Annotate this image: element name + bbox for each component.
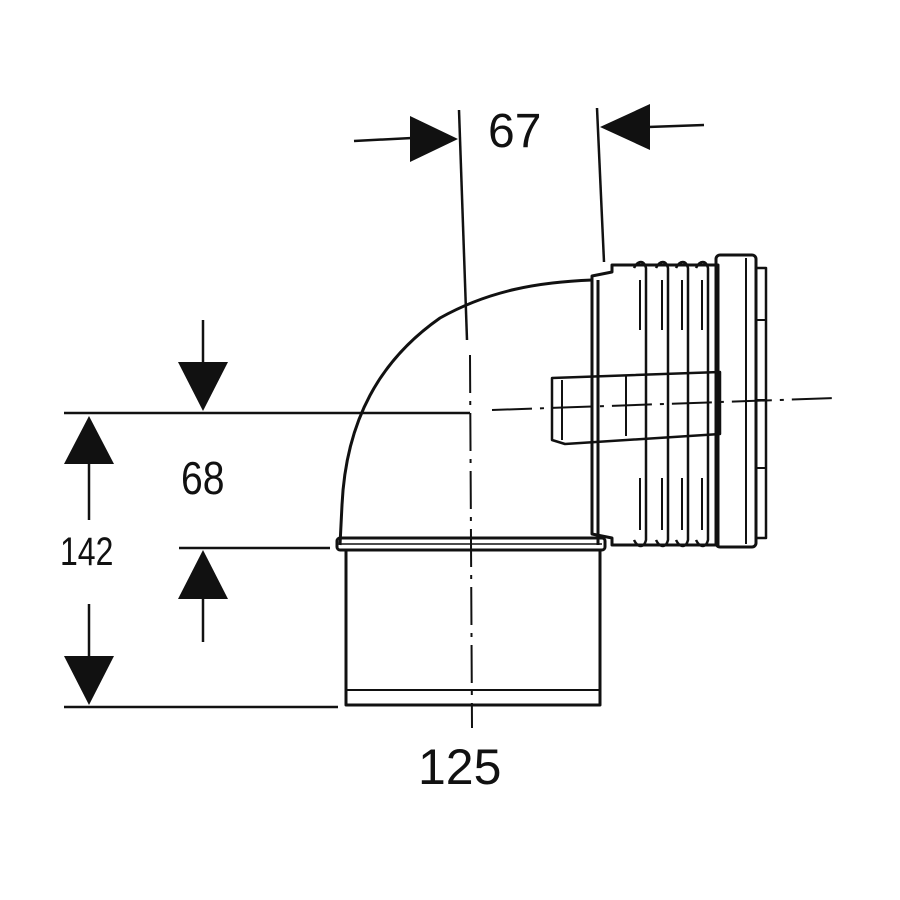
elbow-outer-curve (338, 278, 593, 546)
flange-lip (756, 266, 768, 540)
vertical-center-axis (469, 354, 473, 729)
dim142-arrow-up (64, 416, 114, 464)
rib-marks-bottom (639, 478, 703, 530)
dimension-label-142: 142 (60, 530, 114, 574)
lower-spigot (344, 550, 602, 707)
dimension-label-68: 68 (181, 452, 225, 504)
rib-marks-top (639, 280, 703, 330)
dimension-label-67: 67 (488, 105, 542, 158)
outlet-body (590, 263, 720, 547)
dim142-arrow-down (64, 656, 114, 705)
dim68-arrow-up (178, 550, 228, 599)
dim67-arrow-right (600, 104, 650, 150)
dimension-label-125: 125 (418, 739, 502, 795)
dim67-leader-right (647, 123, 705, 129)
horizontal-center-axis (491, 397, 837, 411)
dim68-arrow-down (178, 362, 228, 411)
outlet-insert (550, 370, 722, 446)
dim67-ext-right (595, 107, 606, 263)
dim67-leader-left (353, 136, 413, 143)
dim67-ext-left (457, 109, 469, 341)
dim67-arrow-left (410, 116, 458, 162)
